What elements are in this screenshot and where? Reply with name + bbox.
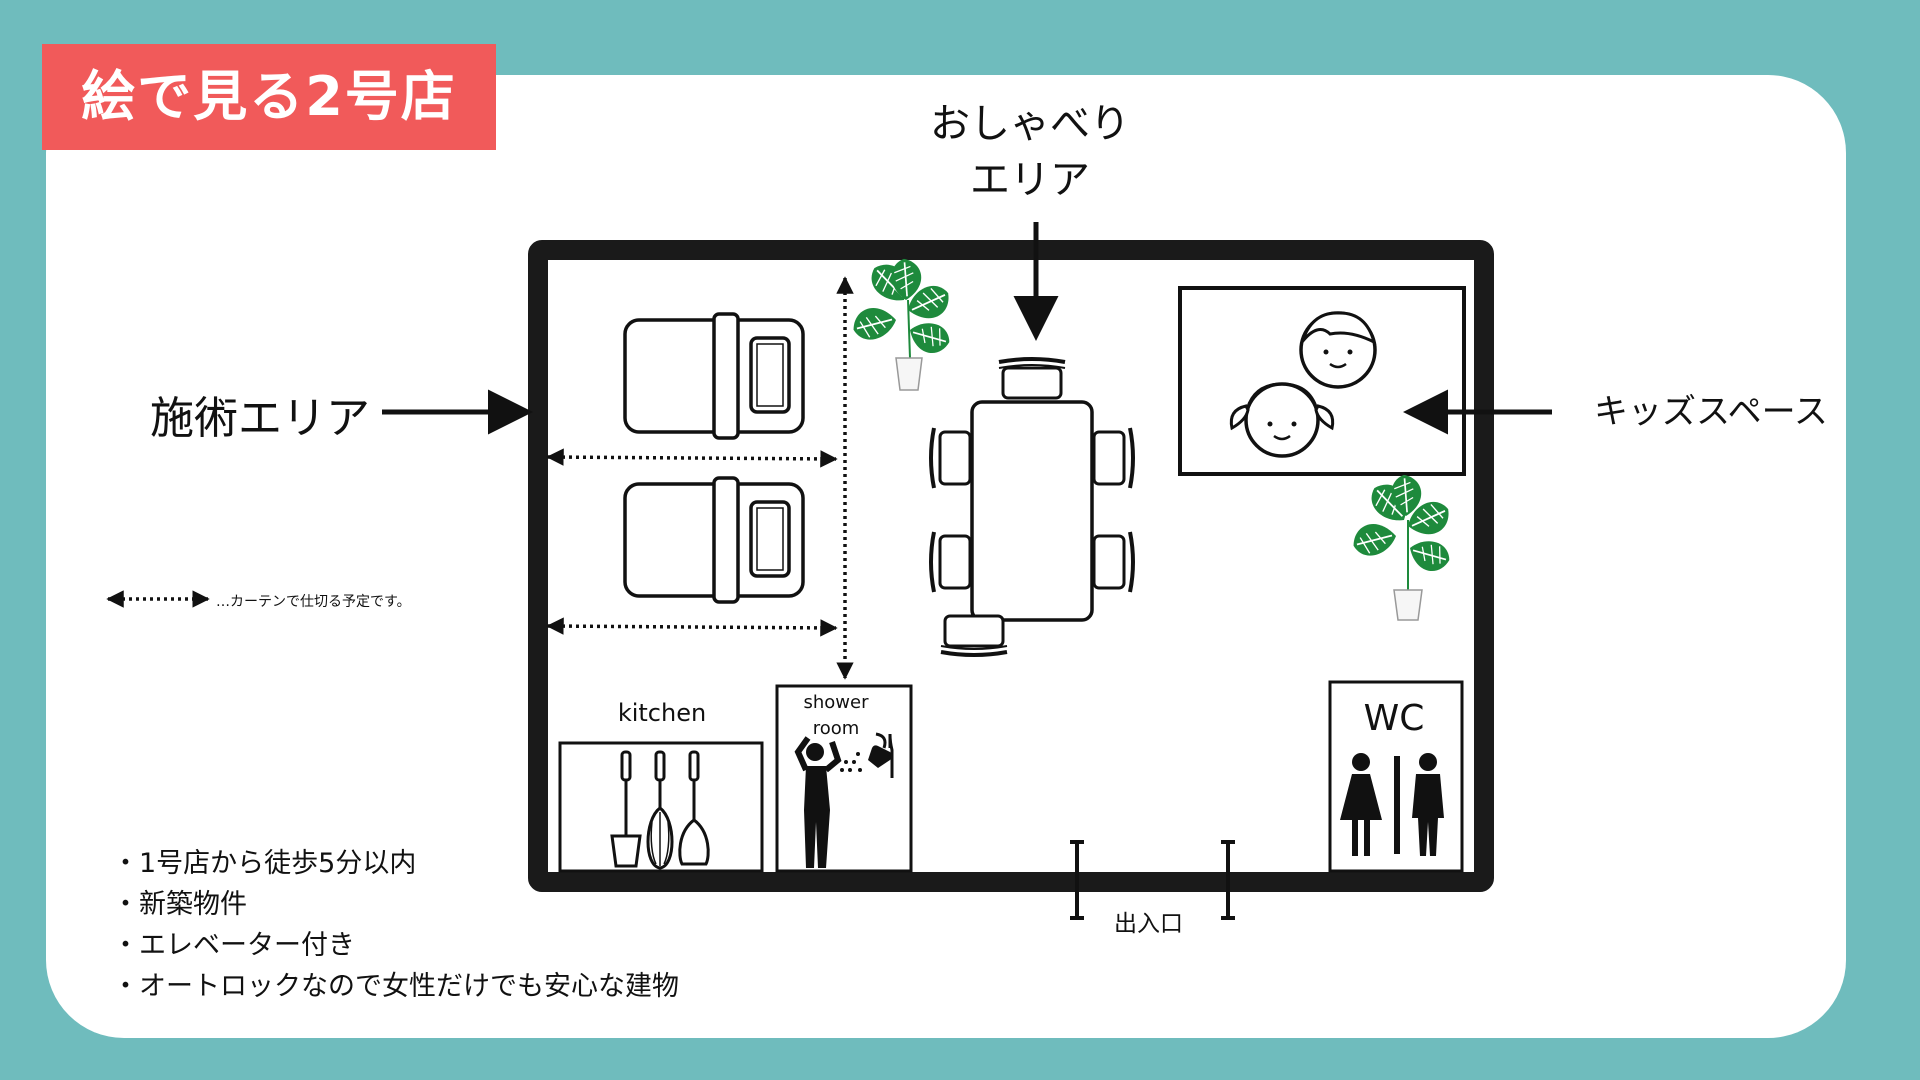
treatment-area-label: 施術エリア (150, 393, 370, 444)
entrance-label: 出入口 (1114, 911, 1183, 937)
feature-list: ・1号店から徒歩5分以内 ・新築物件 ・エレベーター付き ・オートロックなので女… (112, 843, 679, 1007)
entrance-marker (1070, 840, 1235, 920)
feature-item: ・エレベーター付き (112, 930, 355, 961)
plant-icon (847, 255, 957, 391)
boy-face-icon (1299, 311, 1377, 389)
feature-item: ・1号店から徒歩5分以内 (112, 848, 417, 879)
wc-label: WC (1363, 698, 1425, 739)
shower-icon (794, 732, 894, 868)
chair-left-1 (929, 427, 972, 489)
chair-right-2 (1092, 531, 1135, 593)
feature-item: ・オートロックなので女性だけでも安心な建物 (112, 971, 679, 1002)
curtain-line-2 (546, 617, 838, 637)
talk-area-label: おしゃべり エリア (900, 96, 1160, 208)
plant-icon (1347, 471, 1457, 621)
chair-right-1 (1092, 427, 1135, 489)
talk-area-label-line2: エリア (970, 157, 1090, 203)
chair-bottom (939, 614, 1009, 657)
girl-face-icon (1229, 382, 1335, 458)
chair-left-2 (929, 531, 972, 593)
curtain-line-1 (546, 448, 838, 468)
dining-table (970, 400, 1094, 622)
shower-room-label-line1: shower (803, 692, 869, 713)
shower-room-label-line2: room (812, 718, 860, 739)
curtain-legend-text: …カーテンで仕切る予定です。 (216, 594, 411, 610)
page-title: 絵で見る2号店 (42, 44, 496, 150)
chair-top (997, 357, 1067, 400)
building-wall (528, 240, 1494, 892)
shower-room-box (775, 684, 913, 873)
kitchen-label: kitchen (617, 699, 707, 727)
restroom-icon (1340, 753, 1444, 856)
talk-area-label-line1: おしゃべり (930, 101, 1130, 147)
kids-space-label: キッズスペース (1594, 392, 1828, 432)
feature-item: ・新築物件 (112, 889, 247, 920)
bed-1 (623, 312, 805, 440)
bed-2 (623, 476, 805, 604)
kitchen-utensils-icon (610, 750, 710, 870)
